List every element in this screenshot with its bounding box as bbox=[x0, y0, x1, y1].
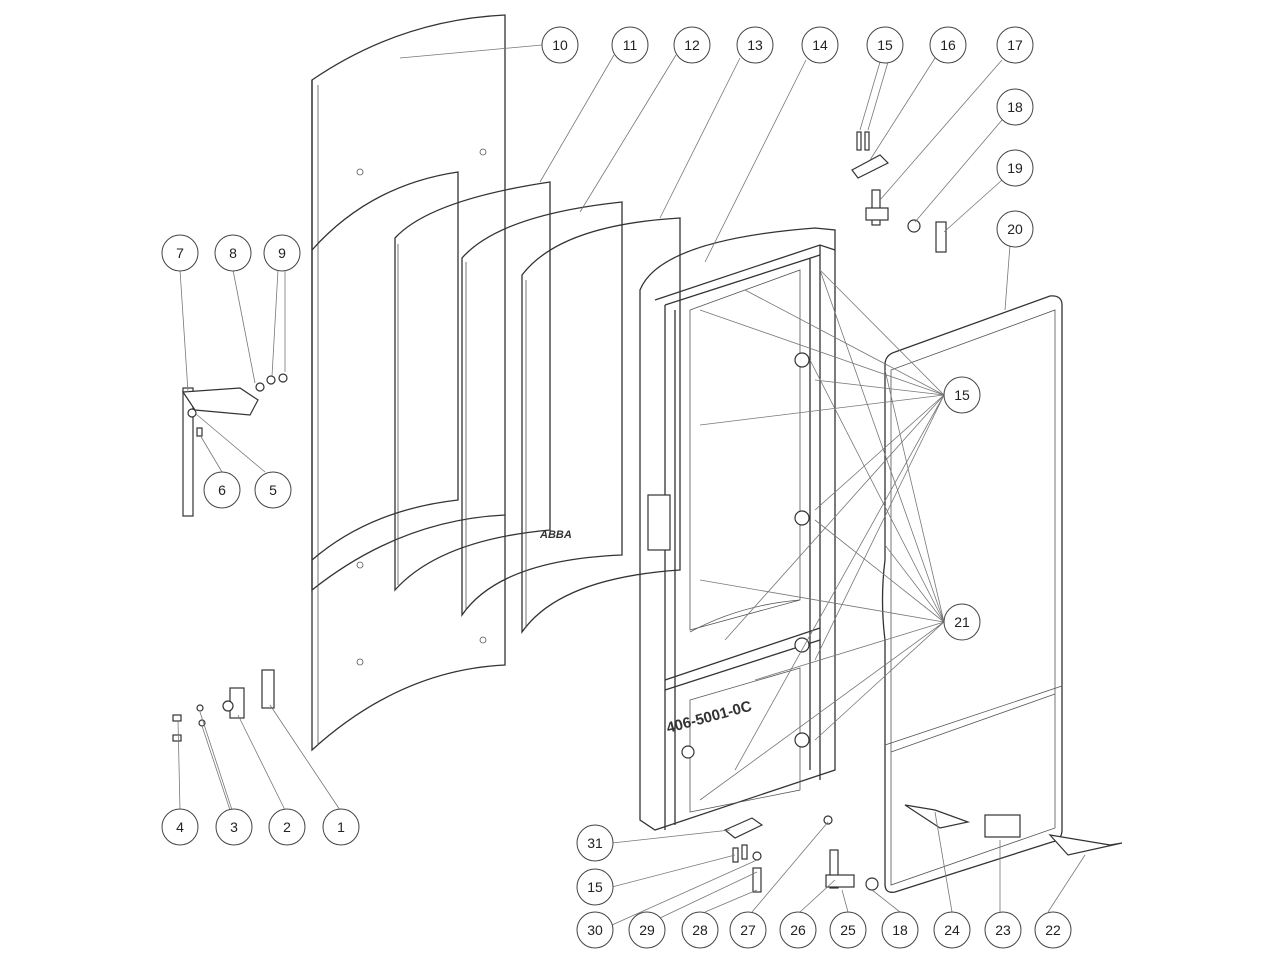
callout-31: 31 bbox=[576, 824, 614, 862]
svg-text:2: 2 bbox=[283, 819, 291, 835]
callout-14: 14 bbox=[801, 26, 839, 64]
part-11-glass-panel bbox=[311, 171, 551, 592]
callout-6: 6 bbox=[203, 471, 241, 509]
callout-15: 15 bbox=[866, 26, 904, 64]
callout-24: 24 bbox=[933, 911, 971, 949]
leader-lines bbox=[177, 44, 1086, 926]
svg-text:30: 30 bbox=[587, 922, 603, 938]
callout-8: 8 bbox=[214, 234, 252, 272]
svg-text:15: 15 bbox=[954, 387, 970, 403]
callout-30: 30 bbox=[576, 911, 614, 949]
part-13-inner-panel: ABBA bbox=[521, 217, 681, 635]
svg-text:14: 14 bbox=[812, 37, 828, 53]
callout-18: 18 bbox=[996, 88, 1034, 126]
svg-text:21: 21 bbox=[954, 614, 970, 630]
callout-19: 19 bbox=[996, 149, 1034, 187]
svg-text:23: 23 bbox=[995, 922, 1011, 938]
callout-2: 2 bbox=[268, 808, 306, 846]
svg-text:13: 13 bbox=[747, 37, 763, 53]
callout-3: 3 bbox=[215, 808, 253, 846]
svg-text:8: 8 bbox=[229, 245, 237, 261]
svg-text:11: 11 bbox=[623, 37, 638, 53]
svg-text:7: 7 bbox=[176, 245, 184, 261]
part-code-marking: 406-5001-0C bbox=[665, 698, 754, 737]
callout-12: 12 bbox=[673, 26, 711, 64]
svg-text:20: 20 bbox=[1007, 221, 1023, 237]
svg-text:19: 19 bbox=[1007, 160, 1023, 176]
logo: ABBA bbox=[539, 529, 572, 541]
callout-10: 10 bbox=[541, 26, 579, 64]
svg-text:12: 12 bbox=[684, 37, 700, 53]
svg-text:10: 10 bbox=[552, 37, 568, 53]
callout-22: 22 bbox=[1034, 911, 1072, 949]
callout-18: 18 bbox=[881, 911, 919, 949]
svg-text:6: 6 bbox=[218, 482, 226, 498]
callout-26: 26 bbox=[779, 911, 817, 949]
callout-7: 7 bbox=[161, 234, 199, 272]
callout-16: 16 bbox=[929, 26, 967, 64]
callout-4: 4 bbox=[161, 808, 199, 846]
part-12-glass-panel bbox=[461, 201, 623, 618]
svg-text:18: 18 bbox=[892, 922, 908, 938]
svg-text:26: 26 bbox=[790, 922, 806, 938]
callout-11: 11 bbox=[611, 26, 649, 64]
callout-15: 15 bbox=[943, 376, 981, 414]
svg-text:18: 18 bbox=[1007, 99, 1023, 115]
callout-15: 15 bbox=[576, 868, 614, 906]
svg-text:17: 17 bbox=[1007, 37, 1023, 53]
svg-text:5: 5 bbox=[269, 482, 277, 498]
svg-text:27: 27 bbox=[740, 922, 756, 938]
callout-13: 13 bbox=[736, 26, 774, 64]
svg-text:9: 9 bbox=[278, 245, 286, 261]
svg-text:3: 3 bbox=[230, 819, 238, 835]
callout-21: 21 bbox=[943, 603, 981, 641]
svg-text:15: 15 bbox=[587, 879, 603, 895]
svg-text:4: 4 bbox=[176, 819, 184, 835]
callout-23: 23 bbox=[984, 911, 1022, 949]
svg-text:22: 22 bbox=[1045, 922, 1061, 938]
callout-5: 5 bbox=[254, 471, 292, 509]
svg-text:24: 24 bbox=[944, 922, 960, 938]
callout-29: 29 bbox=[628, 911, 666, 949]
svg-text:25: 25 bbox=[840, 922, 856, 938]
callout-1: 1 bbox=[322, 808, 360, 846]
callout-20: 20 bbox=[996, 210, 1034, 248]
svg-text:31: 31 bbox=[587, 835, 603, 851]
callout-27: 27 bbox=[729, 911, 767, 949]
part-10-outer-panel bbox=[311, 14, 506, 752]
part-14-frame: 406-5001-0C bbox=[639, 227, 836, 831]
callout-28: 28 bbox=[681, 911, 719, 949]
callout-17: 17 bbox=[996, 26, 1034, 64]
svg-text:28: 28 bbox=[692, 922, 708, 938]
svg-text:15: 15 bbox=[877, 37, 893, 53]
svg-text:29: 29 bbox=[639, 922, 655, 938]
svg-text:1: 1 bbox=[337, 819, 345, 835]
callout-25: 25 bbox=[829, 911, 867, 949]
callout-9: 9 bbox=[263, 234, 301, 272]
svg-text:16: 16 bbox=[940, 37, 956, 53]
